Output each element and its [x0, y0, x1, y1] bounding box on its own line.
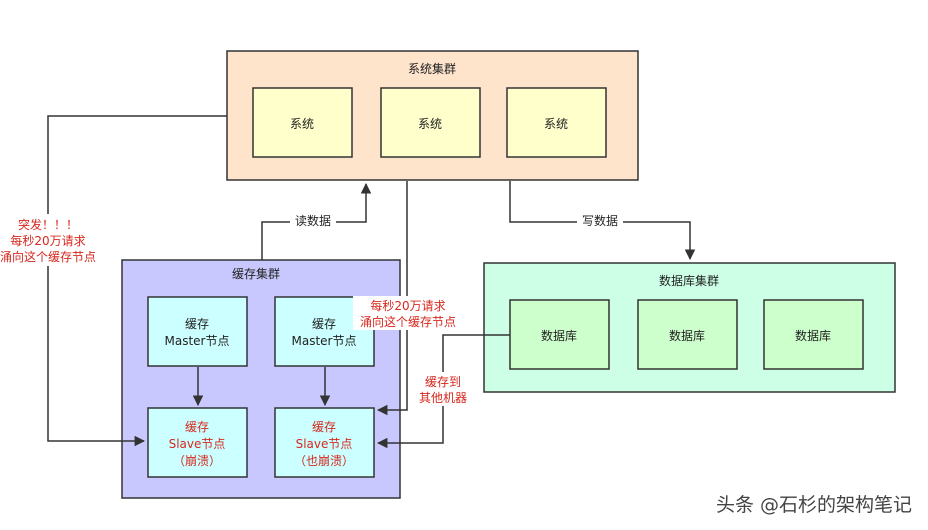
burst-annotation-line2: 每秒20万请求	[10, 233, 85, 248]
db-cluster: 数据库集群 数据库 数据库 数据库	[483, 262, 896, 393]
cache-slave-2-line1: 缓存	[312, 420, 336, 434]
cache-slave-node-1	[147, 407, 248, 478]
cache-cluster-title: 缓存集群	[232, 266, 280, 281]
fallback-annotation-line2: 其他机器	[419, 391, 467, 405]
system-node-3-label: 系统	[544, 117, 568, 131]
read-data-label: 读数据	[295, 213, 331, 228]
fallback-annotation-bg	[415, 372, 471, 406]
cache-slave-2-line3: （也崩溃）	[294, 454, 354, 468]
cache-slave-1-line1: 缓存	[185, 420, 209, 434]
db-node-2-label: 数据库	[669, 328, 705, 343]
system-cluster: 系统集群 系统 系统 系统	[226, 50, 639, 181]
cache-master-2-line2: Master节点	[292, 334, 357, 348]
cache-slave-node-2	[274, 407, 375, 478]
db-node-2	[637, 299, 738, 370]
edge-burst-to-slave1	[47, 115, 227, 447]
cache-slave-2-line2: Slave节点	[296, 437, 353, 451]
cache-slave-1-line3: （崩溃）	[173, 454, 221, 468]
cache-master-1-line2: Master节点	[165, 334, 230, 348]
write-data-label-bg	[577, 213, 623, 229]
system-node-2-label: 系统	[418, 117, 442, 131]
cache-master-1-line1: 缓存	[185, 317, 209, 331]
cache-slave-1-line2: Slave节点	[169, 437, 226, 451]
system-node-3	[506, 87, 607, 158]
system-node-1	[252, 87, 353, 158]
burst-annotation-line3: 涌向这个缓存节点	[0, 249, 96, 264]
db-node-3-label: 数据库	[795, 328, 831, 343]
burst-annotation-line1: 突发！！！	[18, 217, 78, 232]
db-cluster-title: 数据库集群	[659, 273, 719, 288]
db-node-1-label: 数据库	[541, 328, 577, 343]
second-burst-annotation-bg	[353, 296, 463, 330]
db-node-3	[763, 299, 864, 370]
read-data-label-bg	[290, 213, 336, 229]
watermark: 头条 @石杉的架构笔记	[716, 494, 912, 516]
cache-master-2-line1: 缓存	[312, 317, 336, 331]
system-node-1-label: 系统	[290, 117, 314, 131]
system-cluster-title: 系统集群	[408, 61, 456, 76]
system-node-2	[380, 87, 481, 158]
cache-master-node-1	[147, 296, 248, 367]
write-data-label: 写数据	[582, 213, 618, 228]
edge-burst-to-slave2	[376, 181, 408, 416]
burst-annotation-bg	[2, 214, 98, 266]
second-burst-line1: 每秒20万请求	[370, 298, 445, 313]
fallback-annotation-line1: 缓存到	[425, 375, 461, 389]
second-burst-line2: 涌向这个缓存节点	[360, 314, 456, 329]
cache-cluster: 缓存集群 缓存 Master节点 缓存 Master节点 缓存 Slave节点 …	[121, 259, 401, 499]
db-node-1	[509, 299, 610, 370]
